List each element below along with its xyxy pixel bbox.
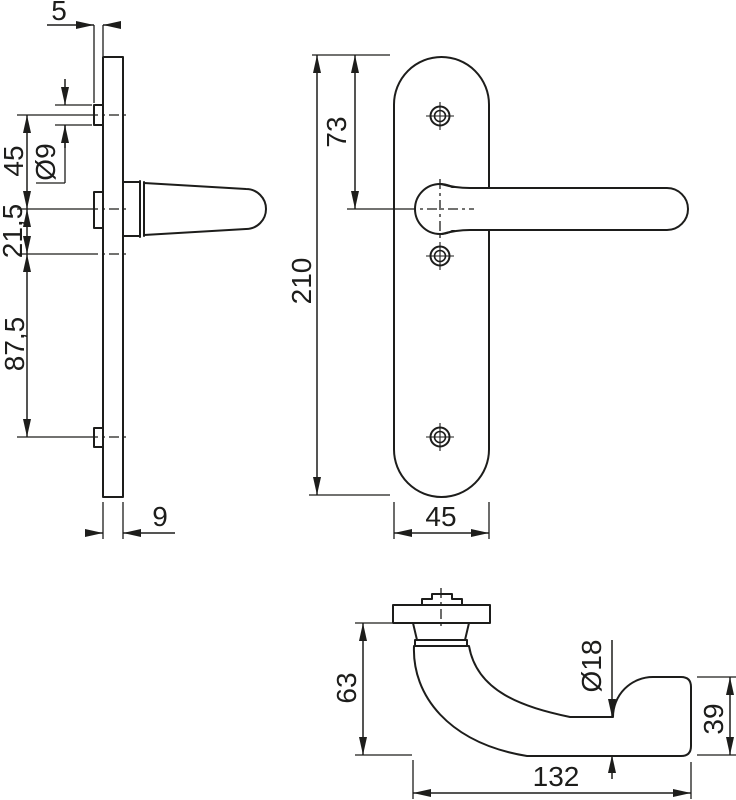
spindle-boss [93, 191, 104, 229]
dim-top-to-handle: 73 [312, 54, 406, 210]
dim-label-63: 63 [331, 672, 362, 703]
grip-tube-top [412, 645, 692, 757]
dim-plate-height: 210 [286, 55, 390, 496]
dim-label-d18: Ø18 [576, 640, 607, 693]
dim-return-clearance: 39 [697, 676, 736, 756]
side-view: 5 45 Ø9 21,5 87,5 9 [0, 0, 267, 539]
dim-label-5: 5 [51, 0, 67, 26]
dim-label-d9: Ø9 [30, 143, 61, 180]
dim-label-39: 39 [698, 703, 729, 734]
handle-neck-top [412, 622, 470, 641]
dim-handle-projection: 63 [331, 622, 412, 756]
handle-grip-side [143, 182, 267, 236]
backplate-side-outline [102, 56, 124, 498]
dim-handle-length: 132 [412, 760, 692, 799]
lever-body [440, 188, 688, 230]
dim-label-21-5: 21,5 [0, 204, 28, 259]
spindle-top-profile [421, 593, 463, 606]
backplate-front-outline [393, 56, 490, 498]
extension-lines-side [17, 114, 88, 438]
dim-handle-to-mid-screw: 21,5 [0, 204, 32, 259]
dim-grip-diameter: Ø18 [576, 640, 616, 779]
dim-label-87-5: 87,5 [0, 317, 30, 372]
dim-label-45: 45 [425, 501, 456, 532]
top-view: 63 Ø18 39 132 [331, 588, 736, 799]
dim-mid-to-bottom-screw: 87,5 [0, 254, 32, 437]
dim-plate-width: 45 [393, 501, 490, 539]
dim-label-9: 9 [152, 501, 168, 532]
dim-label-132: 132 [533, 761, 580, 792]
front-view: 73 210 45 [286, 54, 689, 539]
dim-screw-to-handle: 45 [0, 115, 32, 209]
handle-neck-side [122, 181, 141, 237]
dim-label-73: 73 [321, 116, 352, 147]
lever-outline [440, 183, 689, 235]
dim-label-210: 210 [286, 258, 317, 305]
dim-boss-protrusion: 5 [47, 0, 121, 103]
dim-label-45: 45 [0, 145, 29, 176]
dim-plate-thickness: 9 [85, 501, 175, 539]
handle-center-crosshair [406, 179, 474, 241]
dim-boss-diameter: Ø9 [30, 79, 92, 184]
